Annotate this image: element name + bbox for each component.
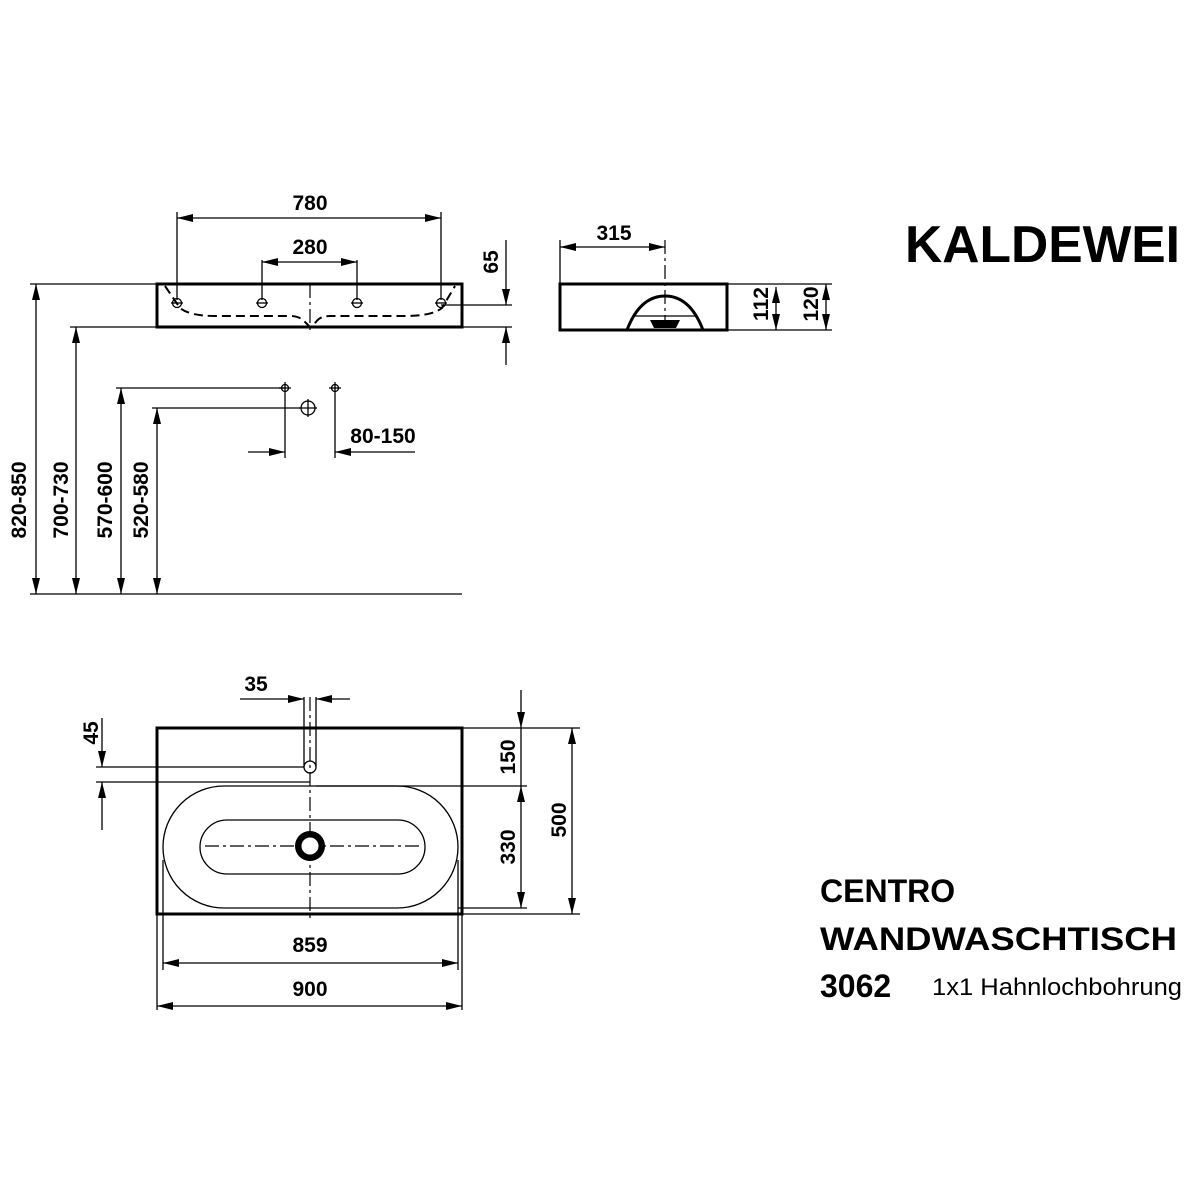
plan-bowl-floor xyxy=(199,819,426,875)
wall-mount-holes xyxy=(171,297,447,309)
dim-112: 112 xyxy=(750,287,773,321)
dim-570-600: 570-600 xyxy=(94,461,117,538)
dim-315: 315 xyxy=(596,222,631,245)
connection-symbols xyxy=(279,382,341,417)
dim-520-580: 520-580 xyxy=(130,461,153,538)
dim-500: 500 xyxy=(548,802,571,837)
brand-logo: KALDEWEI xyxy=(905,216,1180,274)
dim-45: 45 xyxy=(80,721,103,745)
side-basin-outline xyxy=(558,282,729,332)
dim-330: 330 xyxy=(497,829,520,864)
dim-65: 65 xyxy=(480,250,503,274)
product-variant: 1x1 Hahnlochbohrung xyxy=(932,974,1182,1001)
front-view: 780 280 65 820-850 700-730 570-600 520-5… xyxy=(8,192,512,595)
dim-780: 780 xyxy=(292,192,327,215)
dim-280: 280 xyxy=(292,236,327,259)
dim-150: 150 xyxy=(497,739,520,774)
dim-35: 35 xyxy=(244,673,268,696)
product-number: 3062 xyxy=(820,968,891,1004)
side-view: 315 112 120 xyxy=(558,222,832,332)
plan-view: 35 45 150 330 500 859 900 xyxy=(80,673,580,1010)
dim-859: 859 xyxy=(292,934,327,957)
dim-120: 120 xyxy=(800,286,823,321)
dim-820-850: 820-850 xyxy=(8,461,31,538)
product-line: CENTRO xyxy=(820,873,955,909)
drain-icon-plan xyxy=(300,836,320,856)
drain-icon xyxy=(650,320,680,328)
dim-900: 900 xyxy=(292,978,327,1001)
dim-80-150: 80-150 xyxy=(350,425,415,448)
dim-700-730: 700-730 xyxy=(50,461,73,538)
product-type: WANDWASCHTISCH xyxy=(820,921,1177,957)
